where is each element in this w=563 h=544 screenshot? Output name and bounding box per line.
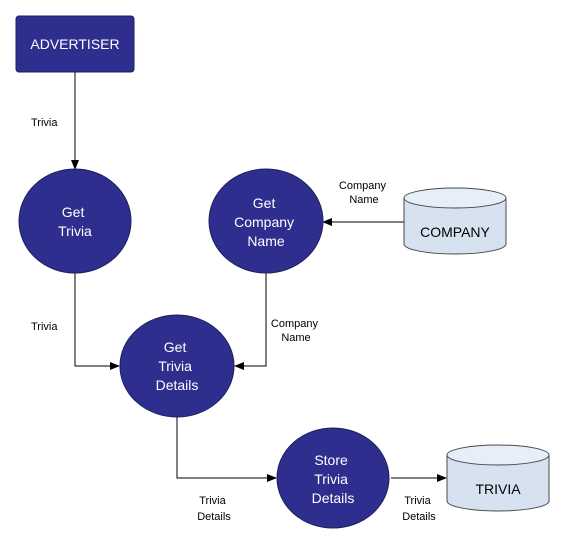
process-get-trivia-label: Get Trivia xyxy=(58,204,92,239)
datastore-company[interactable]: COMPANY xyxy=(403,187,507,255)
datastore-company-label: COMPANY xyxy=(420,224,490,240)
process-get-company-name[interactable]: Get Company Name xyxy=(208,168,324,274)
flow-label-trivia-to-details: Trivia xyxy=(31,321,58,333)
datastore-trivia-label: TRIVIA xyxy=(475,481,521,497)
flow-company-name-to-details xyxy=(234,273,267,370)
process-get-trivia[interactable]: Get Trivia xyxy=(18,168,132,274)
advertiser-entity[interactable]: ADVERTISER xyxy=(15,15,135,73)
advertiser-label: ADVERTISER xyxy=(30,36,119,52)
process-get-trivia-details-label: Get Trivia Details xyxy=(156,339,199,393)
process-store-trivia-details[interactable]: Store Trivia Details xyxy=(276,427,390,529)
datastore-trivia[interactable]: TRIVIA xyxy=(446,444,550,512)
flow-label-trivia-details-to-store: Trivia Details xyxy=(197,495,231,523)
flow-label-company-name-in: Company Name xyxy=(339,180,389,206)
flow-label-trivia-details-to-datastore: Trivia Details xyxy=(402,495,436,523)
process-get-company-name-label: Get Company Name xyxy=(234,195,298,249)
flow-get-trivia-to-details xyxy=(74,273,120,370)
flow-details-to-store xyxy=(176,417,277,482)
flow-label-advertiser-trivia: Trivia xyxy=(31,117,58,129)
process-store-trivia-details-label: Store Trivia Details xyxy=(312,452,355,506)
process-get-trivia-details[interactable]: Get Trivia Details xyxy=(119,314,235,418)
flow-label-company-name-to-details: Company Name xyxy=(271,318,321,344)
